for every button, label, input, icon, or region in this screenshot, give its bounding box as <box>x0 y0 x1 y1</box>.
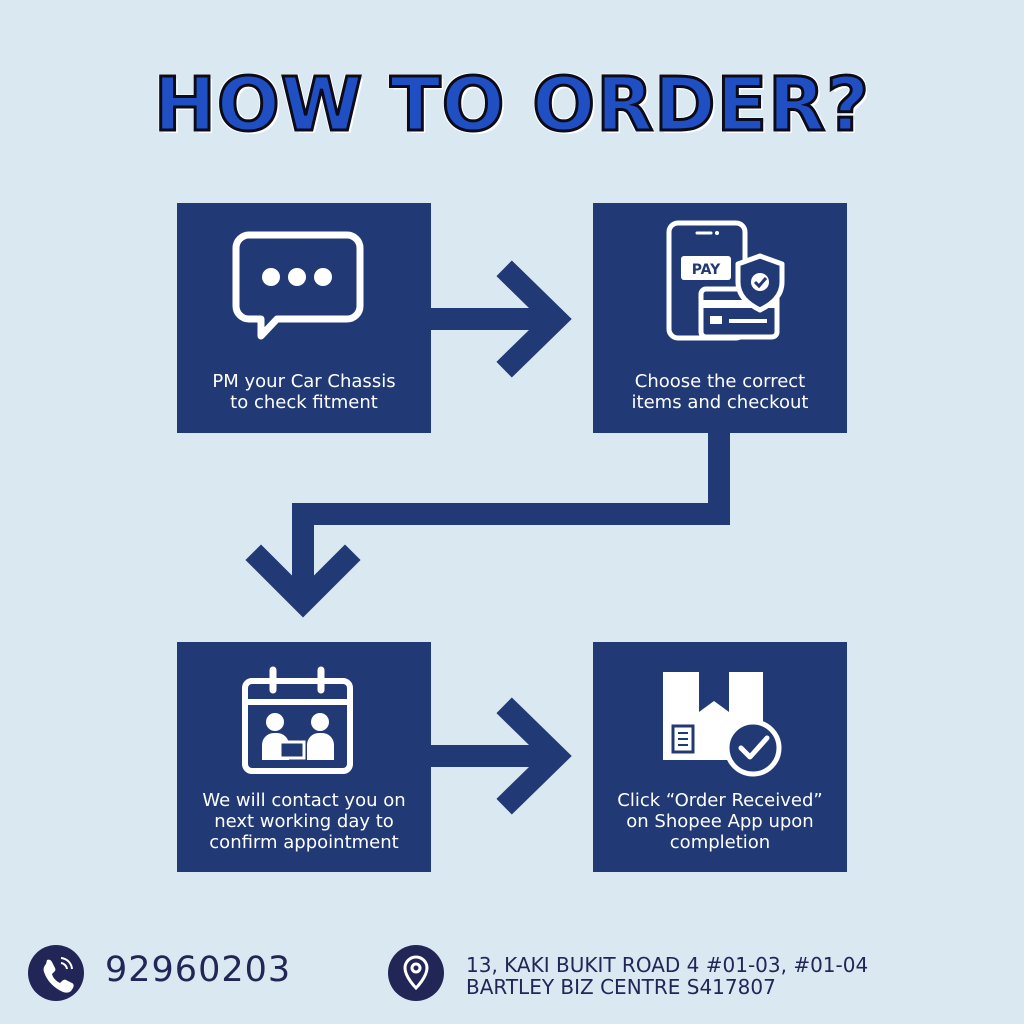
address-line-2: BARTLEY BIZ CENTRE S417807 <box>466 975 776 999</box>
address: 13, KAKI BUKIT ROAD 4 #01-03, #01-04 BAR… <box>466 954 868 998</box>
calendar-meeting-icon <box>242 666 353 774</box>
step-1-card: PM your Car Chassis to check fitment <box>177 203 431 433</box>
box-check-icon <box>663 672 782 777</box>
address-line-1: 13, KAKI BUKIT ROAD 4 #01-03, #01-04 <box>466 953 869 977</box>
phone-number: 92960203 <box>105 950 292 990</box>
arrow-step1-to-step2 <box>430 260 572 378</box>
step-2-text: Choose the correct items and checkout <box>631 371 809 413</box>
page-title: HOW TO ORDER? <box>152 61 871 150</box>
location-pin-icon <box>403 955 429 991</box>
arrow-step2-to-step3 <box>245 432 730 618</box>
chat-bubble-icon <box>232 231 364 340</box>
location-icon-circle <box>388 945 444 1001</box>
phone-pay-shield-icon: PAY <box>666 220 785 341</box>
phone-icon <box>43 957 74 993</box>
step-3-text: We will contact you on next working day … <box>202 790 406 853</box>
pay-label: PAY <box>692 262 721 278</box>
step-3-card: We will contact you on next working day … <box>177 642 431 872</box>
arrow-step3-to-step4 <box>430 697 572 815</box>
phone-icon-circle <box>28 945 84 1001</box>
step-4-card: Click “Order Received” on Shopee App upo… <box>593 642 847 872</box>
step-4-text: Click “Order Received” on Shopee App upo… <box>617 790 823 853</box>
step-1-text: PM your Car Chassis to check fitment <box>212 371 396 413</box>
step-2-card: PAY Choose the correct items and checkou… <box>593 203 847 433</box>
